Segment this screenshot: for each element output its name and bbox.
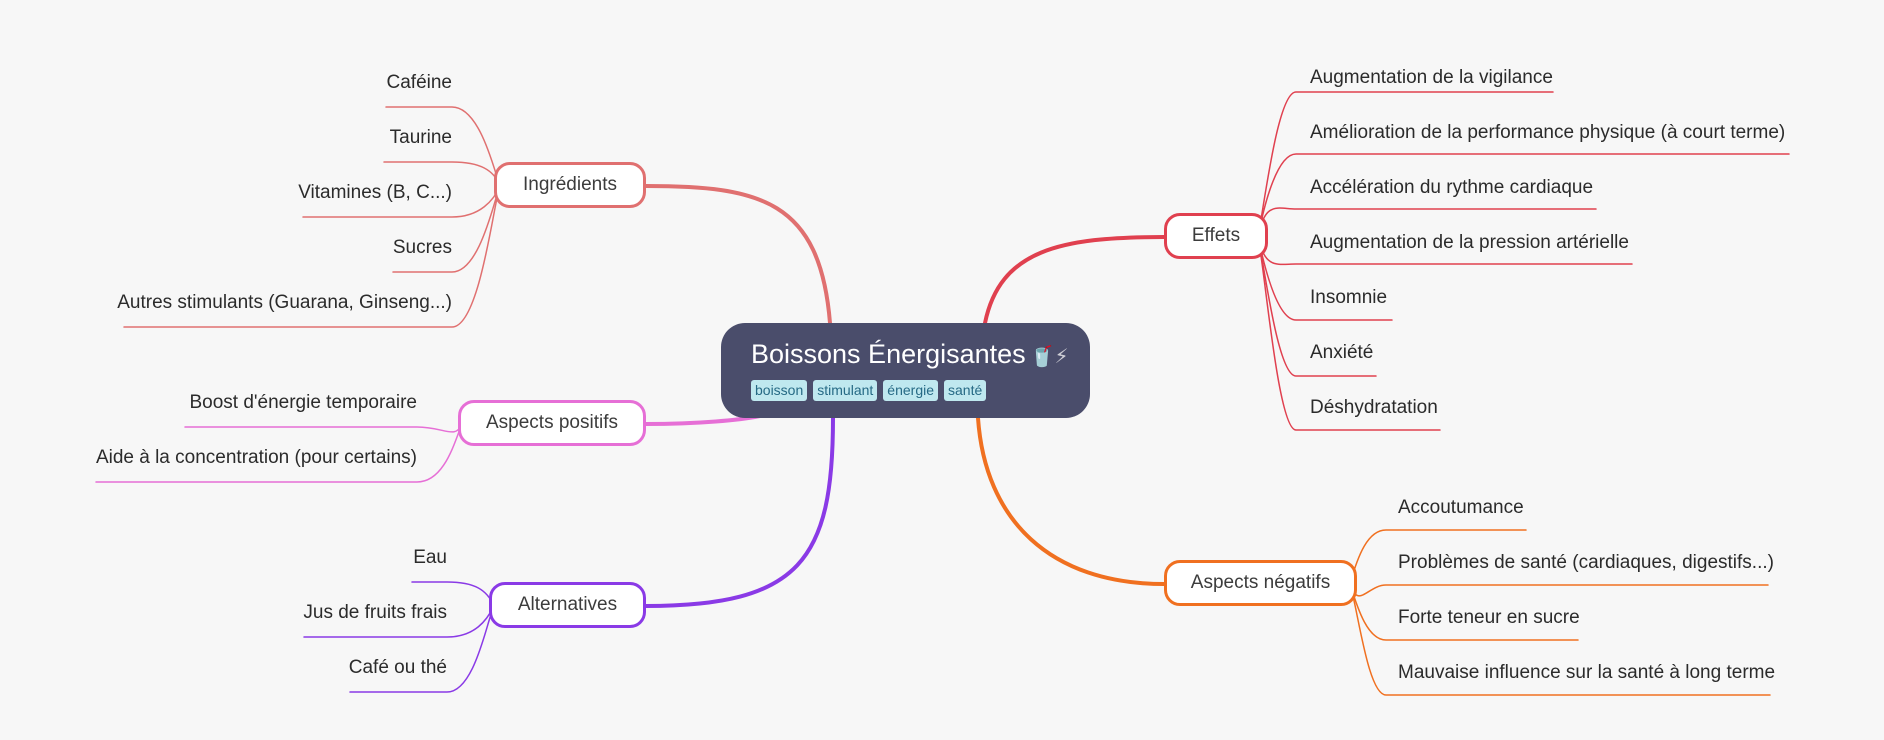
leaf-jus-de-fruits[interactable]: Jus de fruits frais	[303, 602, 447, 623]
central-title: Boissons Énergisantes	[751, 339, 1026, 369]
leaf-line-effets	[1257, 236, 1441, 431]
leaf-sucres[interactable]: Sucres	[392, 237, 452, 258]
leaf-mauvaise-influence[interactable]: Mauvaise influence sur la santé à long t…	[1398, 662, 1776, 683]
leaf-rythme-cardiaque[interactable]: Accélération du rythme cardiaque	[1310, 177, 1594, 198]
leaf-aide-concentration[interactable]: Aide à la concentration (pour certains)	[95, 447, 417, 468]
tag[interactable]: stimulant	[813, 380, 878, 401]
leaf-problemes-sante[interactable]: Problèmes de santé (cardiaques, digestif…	[1398, 552, 1774, 573]
branch-line-ingredients	[644, 184, 832, 325]
tag[interactable]: énergie	[883, 380, 938, 401]
leaf-vitamines[interactable]: Vitamines (B, C...)	[298, 182, 452, 203]
topic-effets[interactable]: Effets	[1164, 213, 1268, 259]
branch-line-effets	[983, 235, 1166, 325]
central-topic[interactable]: Boissons Énergisantes🥤⚡ boisson stimulan…	[721, 323, 1090, 418]
leaf-pression-arterielle[interactable]: Augmentation de la pression artérielle	[1310, 232, 1629, 253]
leaf-autres-stimulants[interactable]: Autres stimulants (Guarana, Ginseng...)	[117, 292, 452, 313]
tag[interactable]: santé	[944, 380, 987, 401]
leaf-cafeine[interactable]: Caféine	[386, 72, 453, 93]
tag[interactable]: boisson	[751, 380, 808, 401]
leaf-line-effets	[1257, 91, 1554, 238]
leaf-boost-energie[interactable]: Boost d'énergie temporaire	[189, 392, 417, 413]
leaf-performance-physique[interactable]: Amélioration de la performance physique …	[1310, 122, 1786, 143]
leaf-line-positifs	[184, 423, 463, 433]
leaf-insomnie[interactable]: Insomnie	[1310, 287, 1388, 308]
leaf-deshydratation[interactable]: Déshydratation	[1310, 397, 1438, 418]
central-title-row: Boissons Énergisantes🥤⚡	[751, 337, 1069, 374]
branch-line-negatifs	[976, 416, 1166, 586]
leaf-teneur-sucre[interactable]: Forte teneur en sucre	[1398, 607, 1580, 628]
leaf-cafe-the[interactable]: Café ou thé	[348, 657, 447, 678]
leaf-eau[interactable]: Eau	[413, 547, 447, 568]
leaf-accoutumance[interactable]: Accoutumance	[1398, 497, 1524, 518]
leaf-line-negatifs	[1349, 583, 1769, 597]
leaf-anxiete[interactable]: Anxiété	[1310, 342, 1374, 363]
topic-alternatives[interactable]: Alternatives	[489, 582, 646, 628]
branch-line-alternatives	[644, 416, 835, 608]
leaf-taurine[interactable]: Taurine	[389, 127, 452, 148]
leaf-vigilance[interactable]: Augmentation de la vigilance	[1310, 67, 1553, 88]
topic-ingredients[interactable]: Ingrédients	[494, 162, 646, 208]
tag-list: boisson stimulant énergie santé	[751, 380, 1060, 401]
topic-aspects-positifs[interactable]: Aspects positifs	[458, 400, 646, 446]
topic-aspects-negatifs[interactable]: Aspects négatifs	[1164, 560, 1357, 606]
drink-bolt-icon: 🥤⚡	[1029, 346, 1069, 368]
